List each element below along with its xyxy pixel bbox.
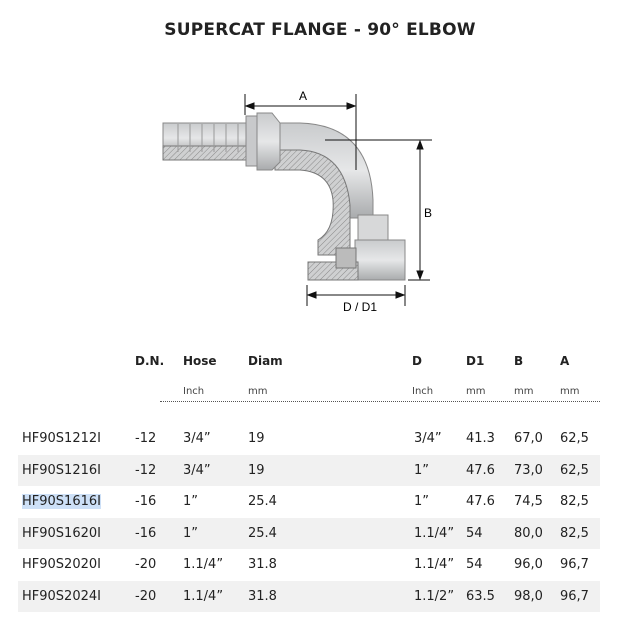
- cell-b: 96,0: [514, 557, 543, 572]
- cell-a: 82,5: [560, 494, 589, 509]
- cell-d1: 54: [466, 557, 483, 572]
- elbow-section: [274, 149, 351, 256]
- unit-a: mm: [560, 386, 580, 397]
- cell-code: HF90S2020I: [22, 557, 101, 572]
- table-row: HF90S1616I -16 1” 25.4 1” 47.6 74,5 82,5: [18, 486, 600, 517]
- cell-d1: 47.6: [466, 494, 495, 509]
- cell-diam: 19: [248, 462, 265, 478]
- cell-d1: 47.6: [466, 462, 495, 478]
- dimension-d-label: D / D1: [343, 300, 377, 314]
- cell-code: HF90S1216I: [22, 462, 101, 478]
- unit-hose: Inch: [183, 386, 205, 397]
- header-d1: D1: [466, 354, 485, 368]
- cell-dn: -20: [135, 557, 157, 572]
- cell-b: 74,5: [514, 494, 543, 509]
- table-row: HF90S1212I -12 3/4” 19 3/4” 41.3 67,0 62,5: [18, 423, 600, 454]
- header-a: A: [560, 354, 570, 368]
- cell-code: HF90S1212I: [22, 431, 101, 446]
- cell-b: 73,0: [514, 462, 543, 478]
- cell-d: 3/4”: [414, 431, 442, 446]
- elbow-fitting-drawing: A B D / D1: [162, 89, 432, 314]
- cell-hose: 1.1/4”: [183, 588, 224, 604]
- cell-a: 96,7: [560, 557, 589, 572]
- cell-hose: 1”: [183, 494, 199, 509]
- cell-dn: -16: [135, 494, 157, 509]
- cell-d: 1.1/4”: [414, 525, 455, 541]
- cell-b: 80,0: [514, 525, 543, 541]
- cell-diam: 25.4: [248, 494, 277, 509]
- cell-dn: -12: [135, 431, 157, 446]
- header-d: D: [412, 354, 422, 368]
- cell-hose: 3/4”: [183, 431, 211, 446]
- cell-dn: -20: [135, 588, 157, 604]
- cell-b: 67,0: [514, 431, 543, 446]
- cell-a: 82,5: [560, 525, 589, 541]
- cell-a: 62,5: [560, 462, 589, 478]
- flange-neck: [357, 214, 389, 244]
- cell-a: 96,7: [560, 588, 589, 604]
- cell-d: 1.1/4”: [414, 557, 455, 572]
- cell-hose: 1”: [183, 525, 199, 541]
- cell-d: 1.1/2”: [414, 588, 455, 604]
- table-row: HF90S2020I -20 1.1/4” 31.8 1.1/4” 54 96,0 96,7: [18, 549, 600, 580]
- cell-d: 1”: [414, 462, 430, 478]
- header-dn: D.N.: [135, 354, 165, 368]
- flange: [354, 239, 406, 281]
- cell-d1: 41.3: [466, 431, 495, 446]
- cell-code: HF90S1620I: [22, 525, 101, 541]
- cell-b: 98,0: [514, 588, 543, 604]
- table-row: HF90S1216I -12 3/4” 19 1” 47.6 73,0 62,5: [18, 454, 600, 486]
- page-title: SUPERCAT FLANGE - 90° ELBOW: [164, 20, 476, 40]
- dimension-a-label: A: [299, 89, 307, 103]
- cell-dn: -16: [135, 525, 157, 541]
- table-row: HF90S2024I -20 1.1/4” 31.8 1.1/2” 63.5 98,0 96,…: [18, 580, 600, 612]
- cell-a: 62,5: [560, 431, 589, 446]
- cell-diam: 31.8: [248, 557, 277, 572]
- unit-d1: mm: [466, 386, 486, 397]
- cell-diam: 25.4: [248, 525, 277, 541]
- cell-hose: 1.1/4”: [183, 557, 224, 572]
- cell-code: HF90S1616I: [22, 494, 101, 509]
- hex-nut: [245, 115, 259, 167]
- cell-dn: -12: [135, 462, 157, 478]
- cell-diam: 31.8: [248, 588, 277, 604]
- cell-diam: 19: [248, 431, 265, 446]
- header-diam: Diam: [248, 354, 283, 368]
- cell-d1: 54: [466, 525, 483, 541]
- table-row: HF90S1620I -16 1” 25.4 1.1/4” 54 80,0 82,5: [18, 517, 600, 549]
- unit-diam: mm: [248, 386, 268, 397]
- cell-d1: 63.5: [466, 588, 495, 604]
- header-hose: Hose: [183, 354, 217, 368]
- header-b: B: [514, 354, 524, 368]
- cell-d: 1”: [414, 494, 430, 509]
- header-divider: [160, 401, 600, 402]
- cell-hose: 3/4”: [183, 462, 211, 478]
- unit-d: Inch: [412, 386, 434, 397]
- unit-b: mm: [514, 386, 534, 397]
- dimension-b-label: B: [424, 206, 432, 220]
- cell-code: HF90S2024I: [22, 588, 101, 604]
